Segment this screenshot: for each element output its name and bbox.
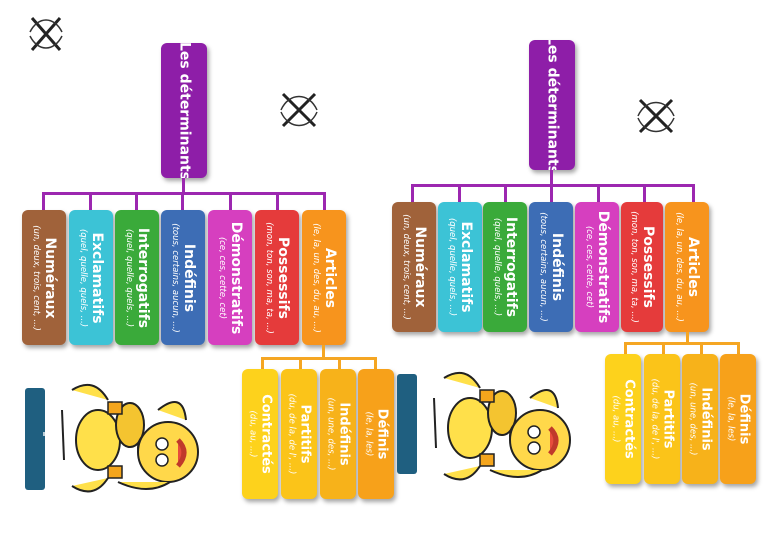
- category-exclamatifs: Exclamatifs (quel, quelle, quels, ...): [438, 202, 482, 332]
- diagram-title: Les déterminants: [544, 40, 561, 170]
- category-numeraux: Numéraux (un, deux, trois, cent, ...): [392, 202, 436, 332]
- blank-panel: [397, 374, 417, 474]
- ornament-knot-icon: [634, 94, 678, 138]
- category-numeraux: Numéraux (un, deux, trois, cent, ...): [22, 210, 66, 345]
- mascot-illustration: [430, 358, 580, 488]
- category-indefinis: Indéfinis (tous, certains, aucun, ...): [529, 202, 573, 332]
- category-exclamatifs: Exclamatifs (quel, quelle, quels, ...): [69, 210, 113, 345]
- sub-indefinis: Indéfinis (un, une, des, ...): [682, 354, 718, 484]
- category-demonstratifs: Démonstratifs (ce, ces, cette, cet): [208, 210, 252, 345]
- sub-contractes: Contractés (du, au, ...): [605, 354, 641, 484]
- sub-contractes: Contractés (du, au, ...): [242, 369, 278, 499]
- category-indefinis: Indéfinis (tous, certains, aucun, ...): [161, 210, 205, 345]
- category-interrogatifs: Interrogatifs (quel, quelle, quels, ...): [115, 210, 159, 345]
- sub-partitifs: Partitifs (du, de la, de l', ...): [281, 369, 317, 499]
- sub-partitifs: Partitifs (du, de la, de l', ...): [644, 354, 680, 484]
- category-articles: Articles (le, la, un, des, du, au, ...): [665, 202, 709, 332]
- title-box: Les déterminants: [161, 43, 207, 178]
- sub-definis: Définis (le, la, les): [358, 369, 394, 499]
- ornament-knot-icon: [26, 12, 66, 56]
- category-interrogatifs: Interrogatifs (quel, quelle, quels, ...): [483, 202, 527, 332]
- sub-definis: Définis (le, la, les): [720, 354, 756, 484]
- title-box: Les déterminants: [529, 40, 575, 170]
- blank-panel: [25, 388, 45, 490]
- ornament-knot-icon: [277, 88, 321, 132]
- category-demonstratifs: Démonstratifs (ce, ces, cette, cet): [575, 202, 619, 332]
- category-possessifs: Possessifs (mon, ton, son, ma, ta, ...): [621, 202, 663, 332]
- diagram-title: Les déterminants: [176, 43, 193, 178]
- mascot-illustration: [58, 370, 208, 500]
- category-articles: Articles (le, la, un, des, du, au, ...): [302, 210, 346, 345]
- category-possessifs: Possessifs (mon, ton, son, ma, ta, ...): [255, 210, 299, 345]
- sub-indefinis: Indéfinis (un, une, des, ...): [320, 369, 356, 499]
